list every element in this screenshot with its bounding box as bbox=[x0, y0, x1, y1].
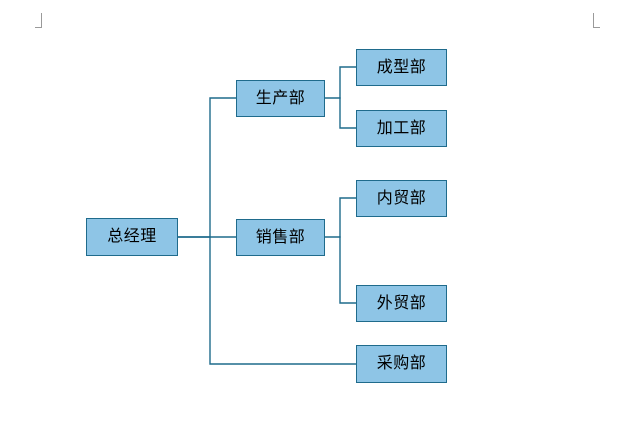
org-node-foreign[interactable]: 外贸部 bbox=[356, 285, 447, 322]
connector-sales-to-domestic bbox=[324, 197, 357, 238]
org-node-molding[interactable]: 成型部 bbox=[356, 49, 447, 86]
connector-prod-to-machining bbox=[339, 97, 357, 129]
connector-gm-to-prod bbox=[177, 97, 237, 238]
org-node-machining[interactable]: 加工部 bbox=[356, 110, 447, 147]
org-node-label: 成型部 bbox=[376, 56, 427, 76]
org-node-sales[interactable]: 销售部 bbox=[236, 219, 325, 256]
org-node-label: 销售部 bbox=[255, 226, 306, 246]
page-margin-mark-top-right bbox=[592, 13, 602, 28]
page-margin-mark-top-left bbox=[33, 13, 43, 28]
connector-gm-to-purchase bbox=[209, 236, 357, 365]
org-node-label: 外贸部 bbox=[376, 292, 427, 312]
org-node-label: 采购部 bbox=[376, 353, 427, 372]
org-node-label: 总经理 bbox=[107, 226, 157, 245]
connector-sales-to-foreign bbox=[339, 236, 357, 304]
org-node-label: 加工部 bbox=[376, 117, 427, 137]
org-node-prod[interactable]: 生产部 bbox=[236, 80, 325, 117]
org-node-label: 内贸部 bbox=[376, 187, 427, 207]
org-node-gm[interactable]: 总经理 bbox=[86, 218, 178, 256]
org-node-label: 生产部 bbox=[255, 87, 306, 107]
org-node-purchase[interactable]: 采购部 bbox=[356, 345, 447, 383]
connector-prod-to-molding bbox=[324, 66, 357, 99]
org-node-domestic[interactable]: 内贸部 bbox=[356, 180, 447, 217]
